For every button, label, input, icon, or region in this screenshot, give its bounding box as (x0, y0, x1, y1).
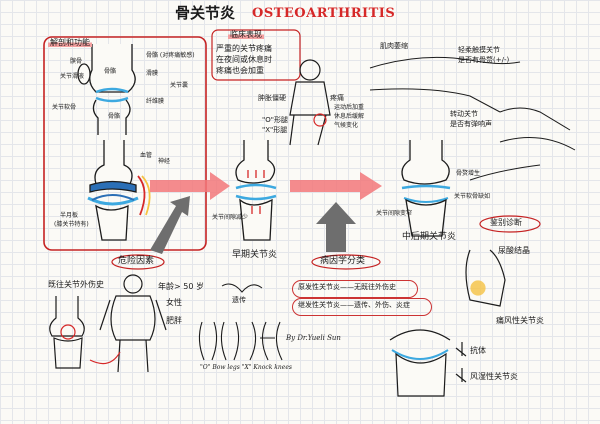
anatomy-frame (43, 36, 207, 251)
knee-late (401, 140, 451, 237)
knee-ra (389, 329, 451, 397)
etiology-secondary: 继发性关节炎——遗传、外伤、炎症 (298, 301, 410, 309)
legs-caption: "O" Bow legs "X" Knock knees (200, 364, 292, 371)
knee-anatomy-lower (87, 140, 151, 241)
label-bone: 骨骼 (104, 68, 117, 75)
clinical-tenderness-1: 轻柔触摸关节 (458, 46, 500, 54)
knee-anatomy-upper (77, 44, 136, 135)
diagnosis-crystals: 尿酸结晶 (498, 246, 530, 255)
knee-trauma (49, 296, 121, 369)
clinical-pain-1: 严重的关节疼痛 (216, 44, 272, 53)
clinical-tenderness-2: 是否有骨赘(+/-) (458, 56, 510, 64)
stage-late: 中后期关节炎 (402, 232, 457, 242)
gout-foot (465, 249, 506, 307)
diagnosis-antibody: 抗体 (470, 346, 486, 355)
title-cn: 骨关节炎 (175, 4, 236, 22)
pain-point-2: 休息后缓解 (334, 113, 365, 120)
label-patella: 髌骨 (70, 58, 83, 65)
label-bone-note: 骨骼 (对疼痛敏感) (146, 52, 195, 59)
arrow-etiology (316, 202, 356, 252)
risk-age: 年龄> 50 岁 (158, 282, 204, 291)
etiology-heading: 病因学分类 (320, 256, 366, 266)
etiology-primary: 原发性关节炎——无既往外伤史 (298, 283, 396, 291)
pain-point-1: 运动后加重 (334, 104, 365, 111)
diagnosis-oval (479, 215, 541, 233)
arrow-risk (150, 196, 190, 254)
late-note-2: 关节软骨缺如 (454, 193, 491, 200)
knee-early (235, 140, 277, 241)
late-note-1: 骨赘增生 (456, 170, 481, 177)
diagnosis-gout: 痛风性关节炎 (496, 316, 544, 325)
late-note-3: 关节间隙变窄 (376, 210, 413, 217)
risk-trauma: 既往关节外伤史 (48, 280, 104, 289)
anatomy-heading: 解剖和功能 (48, 38, 92, 48)
arrow-progress-2 (290, 172, 382, 200)
label-cartilage: 关节软骨 (52, 104, 77, 111)
risk-heading: 危险因素 (118, 256, 155, 266)
diagnosis-ra: 风湿性关节炎 (470, 372, 518, 381)
clinical-rotation-2: 是否有弹响声 (450, 120, 492, 128)
title-en: OSTEOARTHRITIS (252, 6, 396, 21)
antibody-icon-2 (455, 368, 467, 383)
label-joint-capsule: 关节囊 (170, 82, 189, 89)
clinical-pain-2: 在夜间或休息时 (216, 55, 272, 64)
clinical-stiffness: 肿胀僵硬 (258, 94, 286, 102)
clinical-pain-3: 疼痛也会加重 (216, 66, 264, 75)
diagnosis-heading: 鉴别诊断 (490, 218, 522, 227)
risk-oval (111, 254, 165, 270)
clinical-deformity-o: "O"形腿 (262, 116, 288, 124)
obese-person (99, 274, 167, 373)
pain-point-3: 气候变化 (334, 122, 359, 129)
label-bone-2: 骨骼 (108, 113, 121, 120)
pain-title: 疼痛 (330, 94, 344, 102)
leg-sketch (369, 56, 576, 181)
stage-early: 早期关节炎 (232, 250, 278, 260)
antibody-icon (455, 342, 467, 357)
etiology-secondary-pill (292, 298, 432, 316)
label-joint-cavity: 关节滑液 (60, 73, 85, 80)
author: By Dr.Yueli Sun (286, 334, 341, 342)
clinical-muscle: 肌肉萎缩 (380, 42, 408, 50)
label-meniscus-note: (膝关节特有) (54, 221, 89, 228)
sitting-person (289, 59, 331, 146)
clinical-deformity-x: "X"形腿 (262, 126, 288, 134)
label-synovium: 滑膜 (146, 70, 159, 77)
clinical-heading: 临床表现 (228, 30, 264, 40)
stage-early-note: 关节间隙减少 (212, 214, 249, 221)
label-meniscus: 半月板 (60, 212, 79, 219)
etiology-primary-pill (292, 280, 418, 298)
label-vessel: 血管 (140, 152, 153, 159)
dna-icon (221, 283, 263, 293)
legs-sketch (198, 321, 283, 361)
etiology-oval (311, 254, 381, 270)
risk-genetics: 遗传 (232, 296, 246, 304)
clinical-rotation-1: 转动关节 (450, 110, 478, 118)
label-fibrous: 纤维膜 (146, 98, 165, 105)
arrow-progress-1 (150, 172, 230, 200)
risk-obesity: 肥胖 (166, 316, 182, 325)
risk-female: 女性 (166, 298, 182, 307)
label-nerve: 神经 (158, 158, 171, 165)
